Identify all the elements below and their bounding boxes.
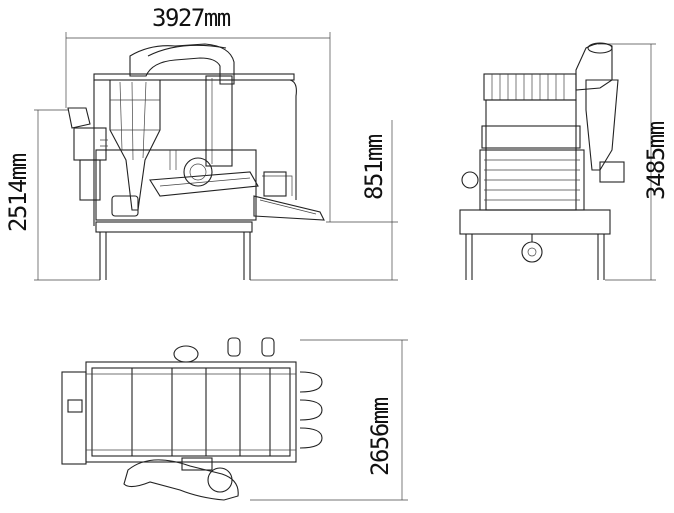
top-view: [61, 337, 323, 501]
dimension-top-width: 2656mm: [366, 397, 394, 476]
dimension-end-height: 3485mm: [642, 121, 670, 200]
dimension-overall-length: 3927mm: [152, 4, 231, 32]
dimension-lines: [34, 32, 656, 501]
side-view: [67, 43, 325, 280]
end-view: [459, 42, 625, 280]
dimension-side-height: 2514mm: [4, 153, 32, 232]
dimension-discharge-height: 851mm: [360, 134, 388, 200]
